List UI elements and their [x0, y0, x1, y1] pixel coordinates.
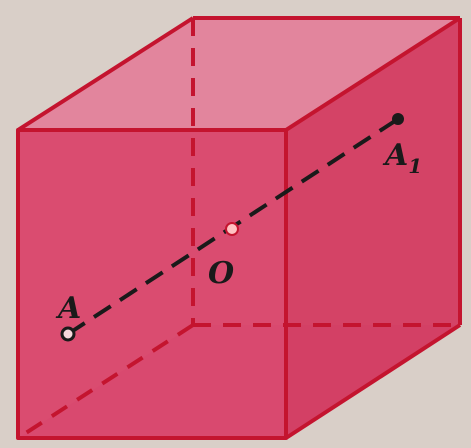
label-o: O — [208, 256, 234, 291]
point-o-marker — [225, 222, 239, 236]
cube-top-face — [18, 18, 460, 130]
hidden-edge-diagonal — [16, 323, 195, 440]
label-a1: A1 — [382, 138, 422, 178]
edge-top-left — [16, 16, 195, 132]
label-a: A — [55, 291, 81, 326]
label-a1-subscript: 1 — [408, 154, 422, 178]
point-a1-marker — [392, 113, 404, 125]
edge-bottom-right — [284, 323, 462, 440]
cube-visible-edges — [16, 16, 462, 440]
cube-hidden-edges — [16, 18, 460, 440]
label-a1-main: A — [382, 138, 408, 173]
edge-top-right — [284, 16, 462, 132]
cube-right-face — [286, 18, 460, 438]
cube-front-face — [18, 130, 286, 438]
point-a-marker — [60, 326, 76, 342]
